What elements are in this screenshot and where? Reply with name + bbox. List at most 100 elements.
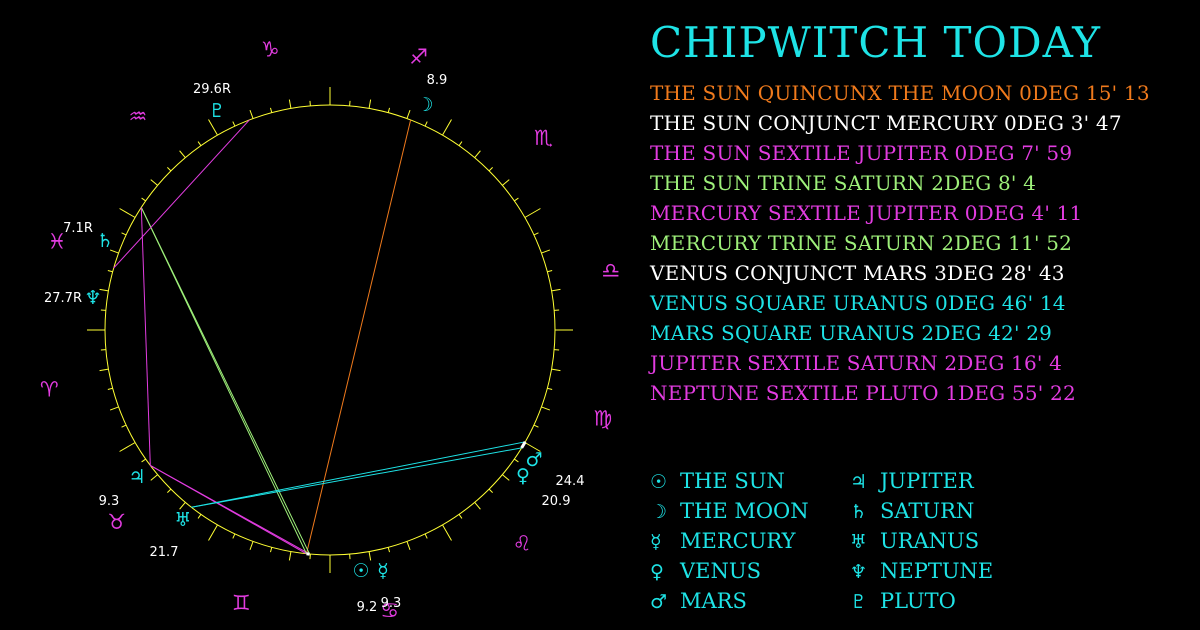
degree-tick xyxy=(197,141,202,146)
aspect-line-mercury-jupiter xyxy=(150,464,310,555)
degree-tick xyxy=(541,249,551,254)
degree-tick xyxy=(269,107,273,113)
degree-tick xyxy=(533,232,539,236)
degree-tick xyxy=(107,269,113,273)
sun-degree-label: 9.2 xyxy=(357,600,378,615)
degree-tick xyxy=(150,474,158,481)
degree-tick xyxy=(119,442,136,452)
mercury-degree-label: 9.3 xyxy=(381,596,402,611)
degree-tick xyxy=(424,533,428,539)
pluto-degree-label: 29.6R xyxy=(193,82,231,97)
degree-tick xyxy=(368,99,372,109)
mars-icon: ♂ xyxy=(650,591,668,613)
legend-item-jupiter: ♃JUPITER xyxy=(850,466,993,496)
aspect-line: VENUS CONJUNCT MARS 3DEG 28' 43 xyxy=(650,261,1065,285)
degree-tick xyxy=(109,249,119,254)
aspect-line: MERCURY TRINE SATURN 2DEG 11' 52 xyxy=(650,231,1073,255)
aspect-line: MARS SQUARE URANUS 2DEG 42' 29 xyxy=(650,321,1053,345)
neptune-icon: ♆ xyxy=(84,287,101,309)
degree-tick xyxy=(458,141,463,146)
aspect-line: THE SUN SEXTILE JUPITER 0DEG 7' 59 xyxy=(650,141,1073,165)
degree-tick xyxy=(514,197,519,202)
degree-tick xyxy=(150,179,158,186)
aspect-line-jupiter-saturn xyxy=(140,207,151,466)
degree-tick xyxy=(524,208,541,218)
degree-tick xyxy=(406,541,411,551)
chart-wheel: ♑♐♏♎♍♌♋♊♉♈♓♒☉9.2☿9.3☽8.9♂24.4♀20.9♃9.3♅2… xyxy=(40,37,620,623)
degree-tick xyxy=(232,121,236,127)
jupiter-degree-label: 9.3 xyxy=(99,494,120,509)
degree-tick xyxy=(488,167,493,172)
moon-icon: ☽ xyxy=(416,94,433,116)
venus-degree-label: 20.9 xyxy=(542,494,571,509)
legend-item-the-sun: ☉THE SUN xyxy=(650,466,809,496)
degree-tick xyxy=(119,208,136,218)
legend-label: THE SUN xyxy=(680,469,785,493)
saturn-icon: ♄ xyxy=(850,501,868,523)
aquarius-sign-icon: ♒ xyxy=(129,105,148,129)
degree-tick xyxy=(109,406,119,411)
legend-item-mercury: ☿MERCURY xyxy=(650,526,809,556)
aspect-line: VENUS SQUARE URANUS 0DEG 46' 14 xyxy=(650,291,1066,315)
degree-tick xyxy=(502,179,510,186)
uranus-icon: ♅ xyxy=(850,531,868,553)
degree-tick xyxy=(551,288,561,292)
legend-item-saturn: ♄ SATURN xyxy=(850,496,993,526)
aspect-line-venus-uranus xyxy=(191,441,526,508)
degree-tick xyxy=(547,269,553,273)
moon-degree-label: 8.9 xyxy=(427,73,448,88)
virgo-sign-icon: ♍ xyxy=(594,407,613,431)
aspect-line: THE SUN TRINE SATURN 2DEG 8' 4 xyxy=(650,171,1037,195)
moon-icon: ☽ xyxy=(650,501,668,523)
degree-tick xyxy=(167,167,172,172)
degree-tick xyxy=(424,121,428,127)
degree-tick xyxy=(121,424,127,428)
degree-tick xyxy=(514,458,519,463)
neptune-degree-label: 27.7R xyxy=(44,291,82,306)
gemini-sign-icon: ♊ xyxy=(232,591,251,615)
degree-tick xyxy=(141,197,146,202)
degree-tick xyxy=(551,368,561,372)
degree-tick xyxy=(288,551,292,561)
aspect-line-sun-moon xyxy=(305,119,412,554)
page-title: CHIPWITCH TODAY xyxy=(650,18,1101,67)
legend-item-neptune: ♆NEPTUNE xyxy=(850,556,993,586)
degree-tick xyxy=(121,232,127,236)
degree-tick xyxy=(179,150,186,158)
leo-sign-icon: ♌ xyxy=(513,531,532,555)
capricorn-sign-icon: ♑ xyxy=(261,37,280,61)
aspect-line-mars-uranus xyxy=(191,447,522,508)
sun-icon: ☉ xyxy=(352,560,369,582)
degree-tick xyxy=(197,514,202,519)
degree-tick xyxy=(141,458,146,463)
legend-item-uranus: ♅URANUS xyxy=(850,526,993,556)
legend-label: MARS xyxy=(680,589,747,613)
cancer-sign-icon: ♋ xyxy=(380,599,399,623)
degree-tick xyxy=(99,288,109,292)
legend-label: SATURN xyxy=(880,499,975,523)
aries-sign-icon: ♈ xyxy=(40,378,59,402)
aspect-line: JUPITER SEXTILE SATURN 2DEG 16' 4 xyxy=(650,351,1063,375)
degree-tick xyxy=(502,474,510,481)
pisces-sign-icon: ♓ xyxy=(48,229,67,253)
mars-icon: ♂ xyxy=(525,449,542,471)
degree-tick xyxy=(208,524,218,541)
legend-item-venus: ♀ VENUS xyxy=(650,556,809,586)
legend-item-mars: ♂ MARS xyxy=(650,586,809,616)
degree-tick xyxy=(387,107,391,113)
degree-tick xyxy=(368,551,372,561)
degree-tick xyxy=(533,424,539,428)
uranus-icon: ♅ xyxy=(174,509,191,531)
degree-tick xyxy=(474,150,481,158)
jupiter-icon: ♃ xyxy=(128,466,145,488)
degree-tick xyxy=(541,406,551,411)
degree-tick xyxy=(269,547,273,553)
venus-icon: ♀ xyxy=(650,561,664,583)
sagittarius-sign-icon: ♐ xyxy=(409,45,428,69)
legend-label: NEPTUNE xyxy=(880,559,994,583)
degree-tick xyxy=(288,99,292,109)
aspect-line-neptune-pluto xyxy=(113,119,250,269)
legend-column-left: ☉THE SUN☽THE MOON☿MERCURY♀VENUS♂MARS xyxy=(650,466,809,616)
legend-label: VENUS xyxy=(680,559,761,583)
